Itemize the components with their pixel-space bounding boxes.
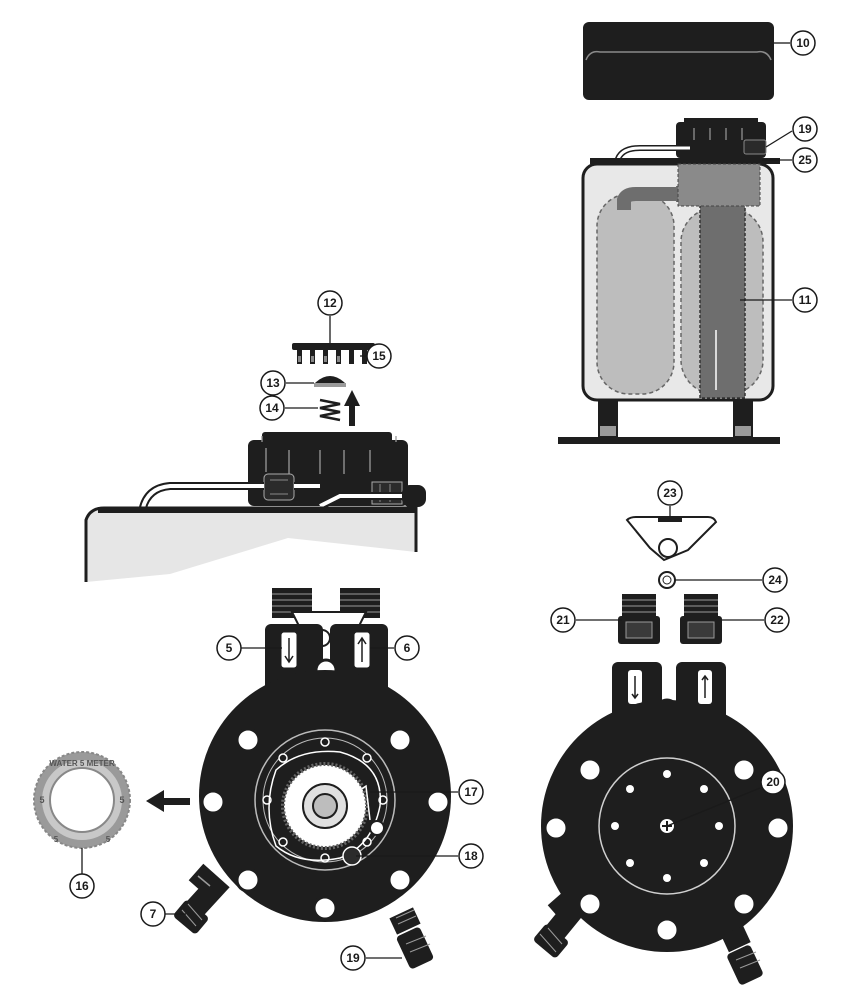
callout-7: 7 [140,901,166,927]
salt-lid [583,22,774,100]
callout-23: 23 [657,480,683,506]
callout-label: 21 [556,613,570,627]
callout-10: 10 [790,30,816,56]
callout-12: 12 [317,290,343,316]
callout-25: 25 [792,147,818,173]
leader-lines [81,42,793,959]
meter-digit-bl: 5 [54,835,59,844]
callout-18: 18 [458,843,484,869]
water-meter-16: WATER 5 METER 5 5 5 5 [33,751,190,849]
callout-label: 12 [323,296,337,310]
callout-label: 23 [663,486,677,500]
callout-14: 14 [259,395,285,421]
callout-label: 19 [798,122,812,136]
callout-label: 11 [799,293,812,307]
callout-22: 22 [764,607,790,633]
callout-label: 19 [346,951,360,965]
callout-15: 15 [366,343,392,369]
callout-label: 15 [372,349,386,363]
bypass-parts [618,516,722,644]
callout-label: 6 [404,641,411,655]
callout-19-bottom: 19 [340,945,366,971]
callout-11: 11 [792,287,818,313]
callout-label: 5 [226,641,233,655]
callout-20: 20 [760,769,786,795]
meter-digit-left: 5 [39,795,44,805]
callout-13: 13 [260,370,286,396]
drain-elbow-7 [174,863,230,934]
callout-21: 21 [550,607,576,633]
valve-front-open [174,588,451,969]
fitting-19 [389,907,434,969]
callout-label: 17 [464,785,478,799]
callout-label: 14 [265,401,279,415]
callout-label: 20 [766,775,780,789]
callout-label: 7 [150,907,157,921]
callout-19-top: 19 [792,116,818,142]
meter-digit-br: 5 [106,835,111,844]
softener-cabinet [558,118,780,444]
meter-digit-right: 5 [119,795,124,805]
callout-label: 24 [768,573,782,587]
callout-17: 17 [458,779,484,805]
callout-16: 16 [69,873,95,899]
callout-label: 22 [770,613,784,627]
meter-top-text: WATER 5 METER [49,759,114,768]
callout-label: 16 [75,879,89,893]
exploded-valve-head [84,343,426,582]
callout-label: 10 [796,36,810,50]
callout-label: 18 [464,849,478,863]
valve-front-closed [534,662,793,985]
callout-6: 6 [394,635,420,661]
callout-5: 5 [216,635,242,661]
callout-24: 24 [762,567,788,593]
callout-label: 25 [798,153,812,167]
callout-label: 13 [266,376,280,390]
